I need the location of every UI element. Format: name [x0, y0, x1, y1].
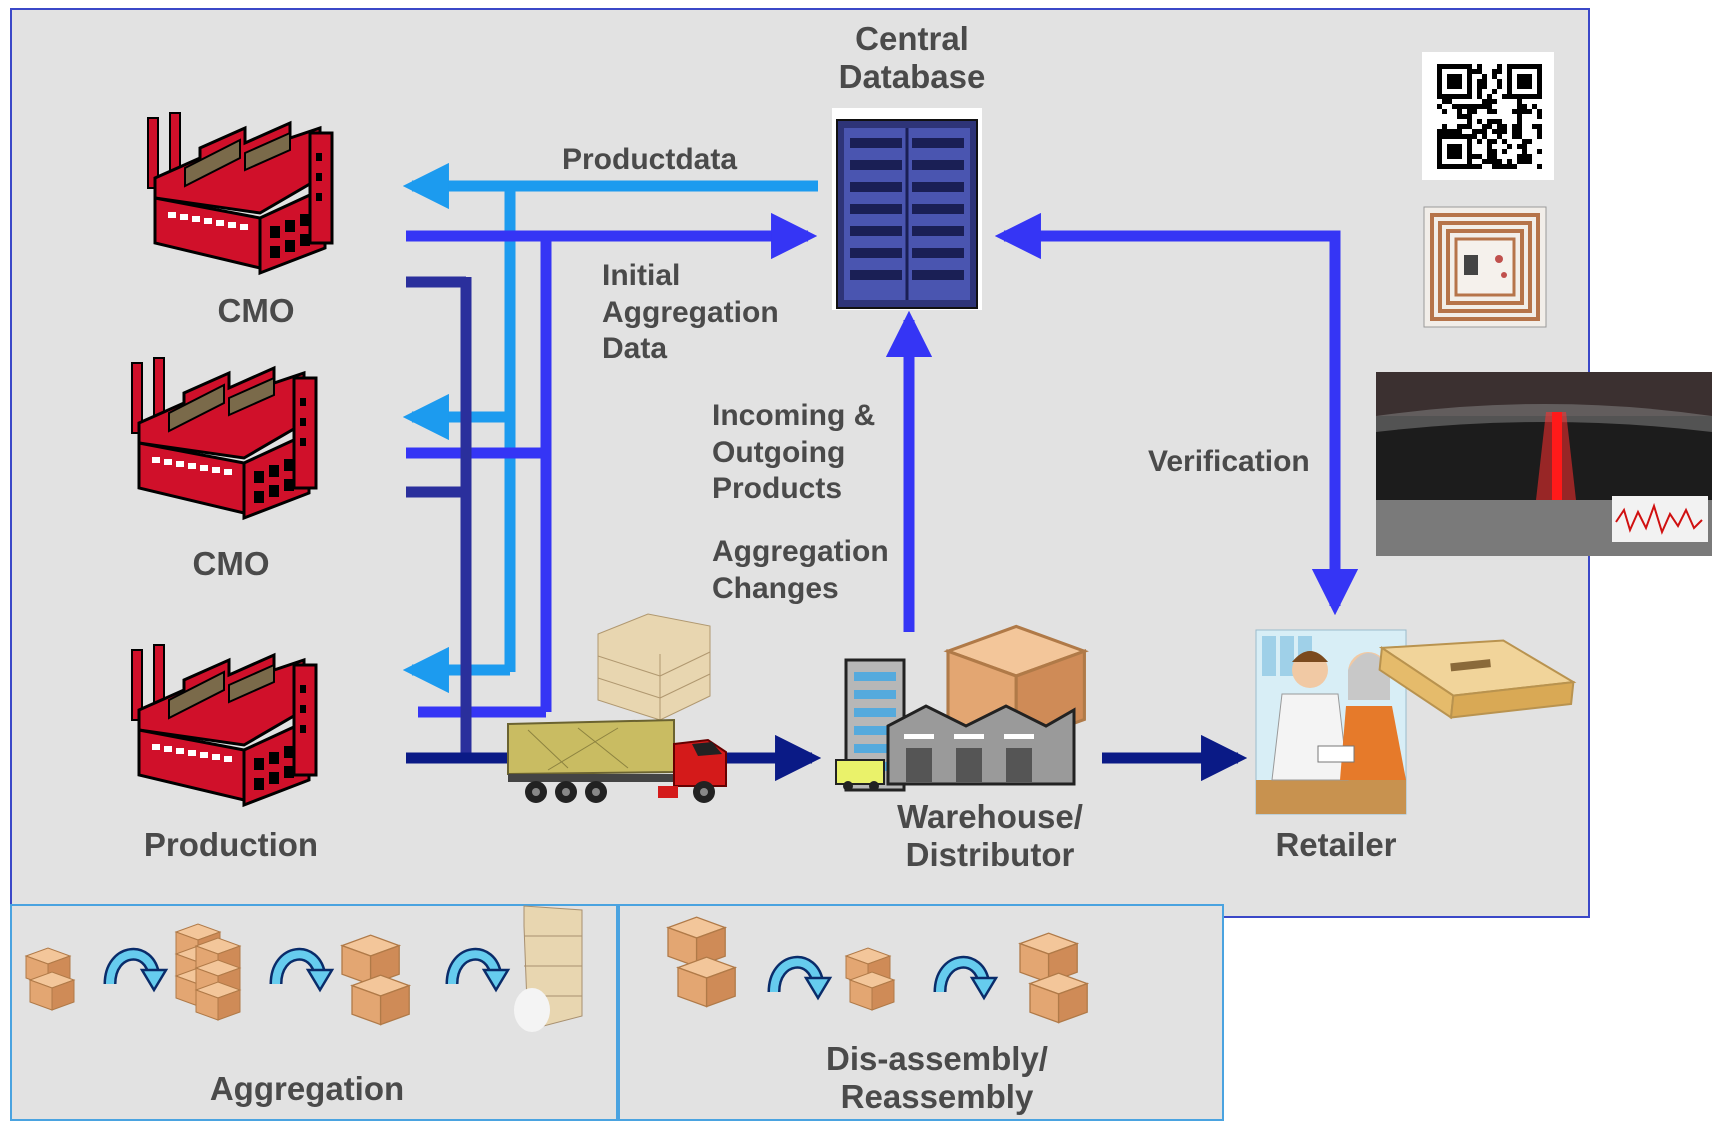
- server-icon: [832, 108, 982, 310]
- aggregation-changes-line2: Changes: [712, 571, 839, 605]
- incoming-outgoing-line2: Outgoing: [712, 435, 846, 469]
- disassembly-label-line1: Dis-assembly/: [826, 1040, 1048, 1077]
- production-label: Production: [143, 826, 319, 863]
- aggregation-panel-label: Aggregation: [209, 1070, 405, 1107]
- initial-aggregation-line1: Initial: [602, 259, 681, 292]
- cmo-top-label: CMO: [217, 292, 295, 329]
- warehouse-label-line1: Warehouse/: [897, 798, 1083, 835]
- initial-aggregation-line2: Aggregation: [602, 295, 779, 329]
- warehouse-label-line2: Distributor: [905, 835, 1075, 873]
- aggregation-changes-line1: Aggregation: [712, 535, 889, 568]
- curved-arrow-icon: [110, 954, 166, 990]
- qr-code-icon: [1422, 52, 1554, 180]
- carton-icon: [667, 916, 736, 1008]
- disassembly-label-line2: Reassembly: [840, 1077, 1034, 1115]
- laser-scan-icon: [1376, 372, 1712, 556]
- carton-icon: [1019, 932, 1088, 1024]
- carton-icon: [845, 947, 895, 1011]
- pallet-icon: [597, 613, 711, 721]
- initial-aggregation-line3: Data: [602, 332, 668, 366]
- warehouse-distributor-label: Warehouse/ Distributor: [897, 798, 1083, 874]
- factory-icon: [146, 111, 334, 275]
- curved-arrow-icon: [940, 962, 996, 998]
- initial-aggregation-data-label: Initial Aggregation Data: [602, 258, 779, 368]
- disassembly-panel-label: Dis-assembly/ Reassembly: [826, 1040, 1048, 1116]
- factory-icon: [130, 643, 318, 807]
- central-database-label: Central Database: [839, 20, 986, 96]
- aggregation-data-lines: [406, 212, 1359, 718]
- warehouse-icon: [835, 624, 1086, 792]
- productdata-label: Productdata: [562, 143, 738, 176]
- incoming-outgoing-line1: Incoming &: [712, 399, 876, 432]
- pallet-icon: [514, 905, 583, 1032]
- rfid-tag-icon: [1423, 206, 1547, 328]
- aggregation-changes-label: Aggregation Changes: [712, 534, 889, 607]
- cmo-middle-label: CMO: [192, 545, 270, 582]
- goods-lines: [406, 276, 472, 758]
- retailer-scene-icon: [1255, 629, 1407, 815]
- curved-arrow-icon: [774, 962, 830, 998]
- carton-icon: [341, 934, 410, 1026]
- pallet-icon: [175, 923, 241, 1021]
- carton-icon: [1378, 639, 1577, 720]
- factory-icon: [130, 356, 318, 520]
- retailer-label: Retailer: [1275, 826, 1397, 863]
- central-database-label-line1: Central: [855, 20, 969, 57]
- verification-label: Verification: [1148, 445, 1310, 478]
- curved-arrow-icon: [452, 954, 508, 990]
- carton-icon: [25, 947, 75, 1011]
- curved-arrow-icon: [276, 954, 332, 990]
- central-database-label-line2: Database: [838, 57, 986, 95]
- incoming-outgoing-line3: Products: [712, 472, 843, 506]
- truck-icon: [507, 718, 727, 803]
- incoming-outgoing-label: Incoming & Outgoing Products: [712, 398, 875, 508]
